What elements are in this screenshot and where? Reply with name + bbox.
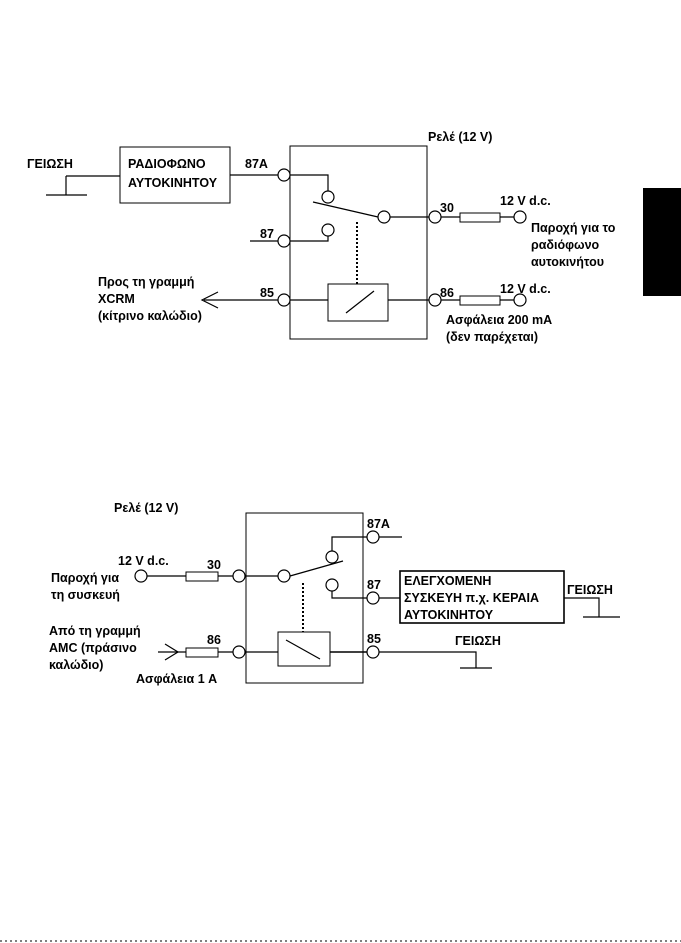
contact-common-1 [377,210,391,224]
amc-line1: Από τη γραμμή [49,624,141,638]
ground-mid-label: ΓΕΙΩΣΗ [455,634,501,648]
radio-label-line1: ΡΑΔΙΟΦΩΝΟ [128,157,206,171]
radio-box [119,146,231,204]
ground-right-label: ΓΕΙΩΣΗ [567,583,613,597]
ground-wire-mid [379,651,492,669]
terminal-supply-bottom-1 [513,293,527,307]
radio-label-line2: ΑΥΤΟΚΙΝΗΤΟΥ [128,176,218,190]
ground-label-1: ΓΕΙΩΣΗ [27,157,73,171]
supply-bottom-voltage-1: 12 V d.c. [500,282,551,296]
relay-label-2: Ρελέ (12 V) [114,501,178,515]
wire-87a-inner-2 [331,536,367,551]
diagram-1-radio-relay: Ρελέ (12 V) ΓΕΙΩΣΗ ΡΑΔΙΟΦΩΝΟ ΑΥΤΟΚΙΝΗΤΟΥ… [27,130,616,344]
pin-85-label-2: 85 [367,632,381,646]
terminal-30-2 [232,569,246,583]
relay-label-1: Ρελέ (12 V) [428,130,492,144]
switch-arm-2 [289,560,344,577]
contact-87a-2 [325,550,339,564]
fuse-30-2 [185,571,219,582]
fuse-label-2: Ασφάλεια 1 A [136,672,217,686]
fuse-86-2 [185,647,219,658]
terminal-supply-top-1 [513,210,527,224]
contact-87-2 [325,578,339,592]
fuse-desc-line2: (δεν παρέχεται) [446,330,538,344]
pin-87a-label-1: 87A [245,157,268,171]
fuse-desc-line1: Ασφάλεια 200 mA [446,313,552,327]
terminal-87-2 [366,591,380,605]
terminal-87a-1 [277,168,291,182]
diagram-2-device-relay: Ρελέ (12 V) 12 V d.c. Παροχή για τη συσκ… [49,501,620,686]
arrow-85-1 [200,291,219,309]
switch-arm-1 [312,201,379,218]
pin-30-label-2: 30 [207,558,221,572]
supply-top-voltage-1: 12 V d.c. [500,194,551,208]
xcrm-line3: (κίτρινο καλώδιο) [98,309,202,323]
terminal-supply-2 [134,569,148,583]
contact-common-2 [277,569,291,583]
coil-slash-1 [345,290,375,314]
pin-30-label-1: 30 [440,201,454,215]
contact-87-1 [321,223,335,237]
device-label-line3: ΑΥΤΟΚΙΝΗΤΟΥ [404,608,494,622]
terminal-85-2 [366,645,380,659]
coil-box-2 [277,631,331,667]
supply-label-line2: τη συσκευή [51,588,120,602]
fuse-86-1 [459,295,501,306]
terminal-87a-2 [366,530,380,544]
wire-87-inner-2 [331,591,367,599]
device-label-line2: ΣΥΣΚΕΥΗ π.χ. ΚΕΡΑΙΑ [404,591,539,605]
ground-wire-right [564,597,620,618]
supply-top-desc-line1: Παροχή για το [531,221,616,235]
pin-87a-label-2: 87A [367,517,390,531]
coil-slash-2 [285,639,321,660]
terminal-87-1 [277,234,291,248]
section-tab [643,188,681,296]
supply-top-desc-line3: αυτοκινήτου [531,255,604,269]
wire-87a-inner-1 [290,174,329,191]
pin-86-label-2: 86 [207,633,221,647]
fuse-30-1 [459,212,501,223]
ground-wire-1 [46,175,120,196]
xcrm-line1: Προς τη γραμμή [98,275,194,289]
pin-85-label-1: 85 [260,286,274,300]
amc-line3: καλώδιο) [49,658,103,672]
wire-87-inner-1 [290,236,329,242]
pin-87-label-1: 87 [260,227,274,241]
supply-top-desc-line2: ραδιόφωνο [531,238,600,252]
amc-line2: AMC (πράσινο [49,641,137,655]
pin-87-label-2: 87 [367,578,381,592]
device-label-line1: ΕΛΕΓΧΟΜΕΝΗ [404,574,491,588]
coil-box-1 [327,283,389,322]
terminal-86-2 [232,645,246,659]
supply-label-line1: Παροχή για [51,571,119,585]
supply-voltage-2: 12 V d.c. [118,554,169,568]
device-box [399,570,565,624]
contact-87a-1 [321,190,335,204]
terminal-85-1 [277,293,291,307]
pin-86-label-1: 86 [440,286,454,300]
xcrm-line2: XCRM [98,292,135,306]
